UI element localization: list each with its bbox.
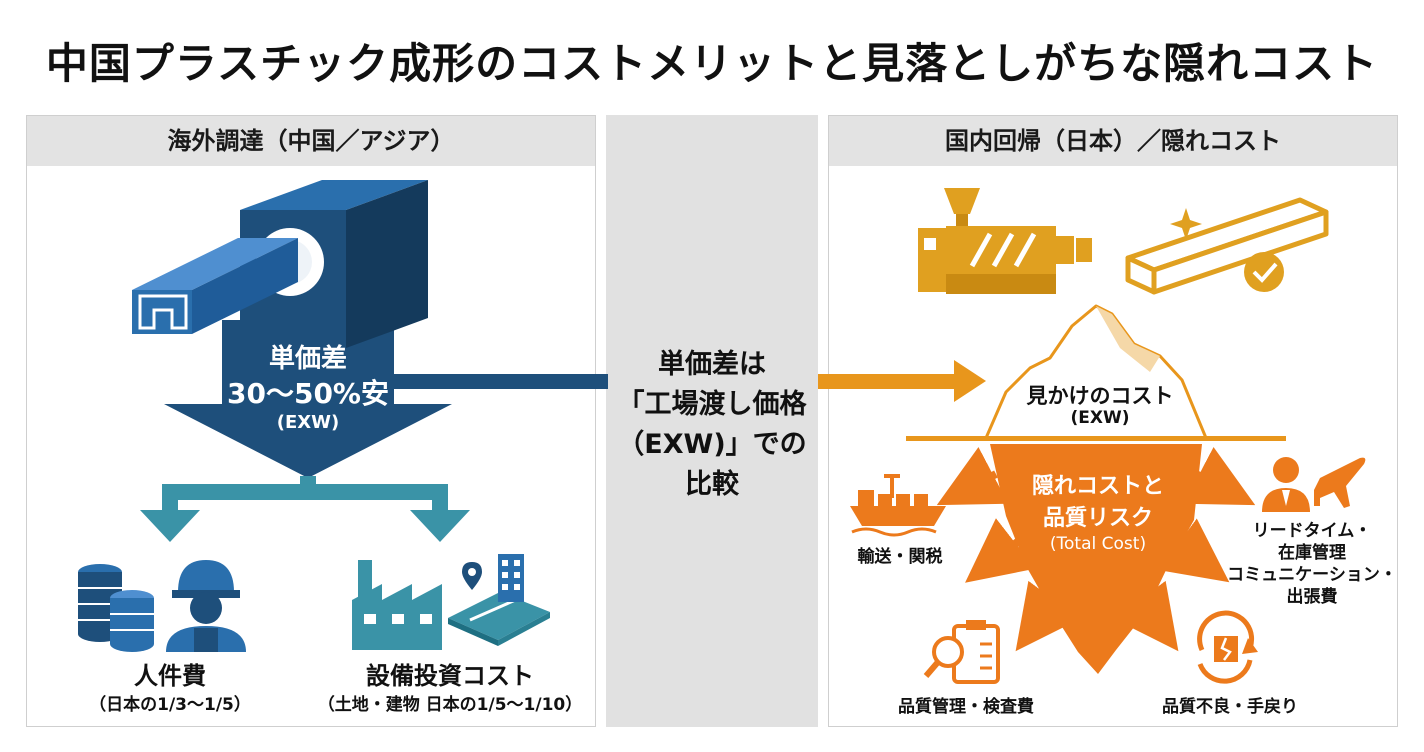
price-difference-arrow: [164, 320, 452, 478]
injection-machine-icon: [918, 188, 1092, 294]
visible-cost-label: 見かけのコスト: [1026, 384, 1174, 408]
comparison-note-line1: 単価差は: [658, 349, 766, 380]
comparison-panel: [606, 115, 818, 727]
hidden-cost-line2: 品質リスク: [1042, 506, 1153, 531]
comparison-note: 単価差は 「工場渡し価格 （EXW)」での 比較: [606, 345, 818, 505]
land-building-icon: [448, 554, 550, 646]
leadtime-line1: リードタイム・: [1252, 521, 1372, 541]
worker-icon: [166, 560, 246, 652]
quality-profile-icon: [1125, 197, 1329, 295]
connector-bar-left: [380, 374, 608, 389]
inspection-cost-label: 品質管理・検査費: [898, 697, 1034, 717]
leadtime-line3: コミュニケーション・: [1227, 565, 1397, 585]
business-travel-icon: [1262, 457, 1366, 512]
overseas-panel-header: 海外調達（中国／アジア）: [27, 116, 595, 166]
leadtime-line2: 在庫管理: [1278, 543, 1346, 563]
waterline: [906, 436, 1286, 441]
leadtime-label: リードタイム・ 在庫管理 コミュニケーション・ 出張費: [1226, 520, 1398, 608]
coins-icon: [78, 564, 154, 652]
comparison-note-line3: （EXW)」での: [617, 429, 807, 460]
labor-cost-label: 人件費: [134, 662, 206, 690]
defect-rework-icon: [1197, 610, 1258, 684]
main-title: 中国プラスチック成形のコストメリットと見落としがちな隠れコスト: [45, 39, 1379, 88]
arrow-label-line3: (EXW): [276, 412, 340, 433]
comparison-note-line4: 比較: [685, 469, 739, 500]
arrow-label-line2: 30〜50%安: [227, 377, 389, 410]
hidden-cost-arrows: [936, 447, 1256, 652]
factory-icon: [352, 560, 442, 650]
comparison-note-line2: 「工場渡し価格: [617, 389, 807, 420]
connector-bar-right: [818, 374, 958, 389]
leadtime-line4: 出張費: [1286, 587, 1338, 607]
arrow-label-line1: 単価差: [268, 344, 347, 374]
visible-cost-sub: (EXW): [1070, 408, 1130, 428]
connector-arrow-head: [954, 360, 986, 402]
extrusion-die-icon: [132, 180, 428, 348]
teal-split-arrows: [140, 476, 470, 542]
hidden-cost-line3: (Total Cost): [1049, 534, 1147, 554]
iceberg-tip: [984, 304, 1208, 440]
hidden-cost-iceberg: [990, 444, 1202, 674]
labor-cost-sub: （日本の1/3〜1/5）: [89, 695, 251, 715]
domestic-panel-header: 国内回帰（日本）／隠れコスト: [829, 116, 1397, 166]
hidden-cost-line1: 隠れコストと: [1031, 474, 1164, 499]
inspection-icon: [923, 620, 1000, 684]
equipment-cost-label: 設備投資コスト: [366, 662, 534, 690]
defect-rework-label: 品質不良・手戻り: [1162, 697, 1298, 717]
ship-icon: [850, 474, 946, 537]
shipping-tariff-label: 輸送・関税: [857, 547, 943, 567]
equipment-cost-sub: （土地・建物 日本の1/5〜1/10）: [317, 695, 583, 715]
